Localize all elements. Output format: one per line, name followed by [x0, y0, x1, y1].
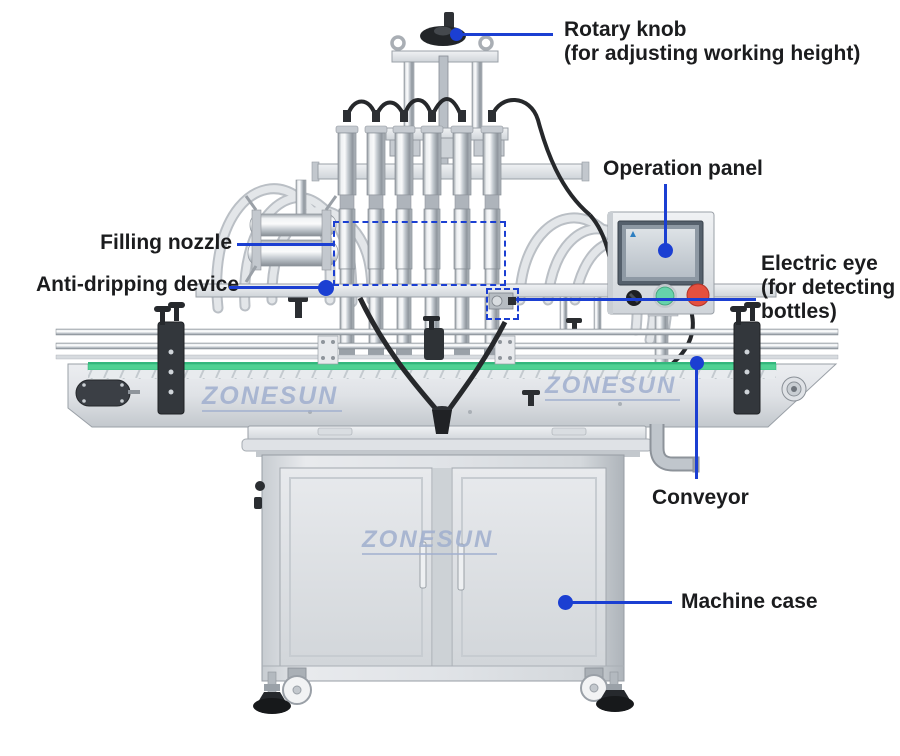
anti-dripping-device-label-title: Anti-dripping device	[36, 273, 240, 296]
filling-nozzle-line	[237, 243, 334, 246]
casters-and-feet	[253, 667, 634, 714]
machine-case-dot	[558, 595, 573, 610]
rotary-knob-dot	[450, 28, 463, 41]
bottle-guide-rails	[55, 328, 839, 360]
operation-panel-line	[664, 184, 667, 251]
left-door	[279, 467, 433, 667]
conveyor-line	[695, 363, 698, 479]
rotary-knob-label-title: Rotary knob	[564, 18, 687, 41]
electric-eye-label: Electric eye (for detecting bottles)	[761, 252, 895, 324]
brand-watermark-conveyor-left: ZONESUN	[202, 384, 343, 412]
right-door-handle	[457, 543, 465, 591]
machine-case-line	[566, 601, 672, 604]
filling-nozzle-dashed-box	[333, 221, 506, 286]
machine-case-label: Machine case	[681, 590, 818, 614]
operation-panel-label-title: Operation panel	[603, 157, 763, 180]
side-pipe	[649, 424, 700, 473]
operation-panel	[607, 211, 715, 367]
left-foot-pad	[253, 698, 291, 714]
electric-eye-dashed-box	[486, 288, 519, 320]
brand-watermark-conveyor-right: ZONESUN	[545, 374, 681, 401]
nozzle-cables	[357, 296, 508, 434]
electric-eye-label-sub2: bottles)	[761, 300, 837, 323]
anti-dripping-device-line	[229, 286, 321, 289]
rail-adjustment-brackets	[154, 302, 761, 415]
rotary-knob-line	[457, 33, 553, 36]
electric-eye-label-title: Electric eye	[761, 252, 878, 275]
operation-panel-label: Operation panel	[603, 157, 763, 181]
electric-eye-line	[516, 298, 756, 301]
emergency-stop-button	[686, 283, 710, 307]
filling-nozzle-label-title: Filling nozzle	[100, 231, 232, 254]
operation-panel-dot	[658, 243, 673, 258]
conveyor-label-title: Conveyor	[652, 486, 749, 509]
electric-eye-sensor	[488, 292, 516, 310]
anti-dripping-device-dot	[318, 280, 334, 296]
drain-valve	[288, 296, 308, 318]
machine-case	[241, 425, 653, 682]
right-foot-pad	[596, 696, 634, 712]
hmi-brand-mark	[630, 231, 636, 237]
conveyor-label: Conveyor	[652, 486, 749, 510]
start-button	[655, 286, 675, 306]
right-door	[451, 467, 607, 667]
brand-watermark-case: ZONESUN	[362, 528, 498, 555]
supply-manifold	[244, 179, 339, 318]
rotary-knob-label-sub: (for adjusting working height)	[564, 42, 861, 65]
rotary-knob-label: Rotary knob (for adjusting working heigh…	[564, 18, 860, 66]
electric-eye-label-sub1: (for detecting	[761, 276, 896, 299]
machine-case-label-title: Machine case	[681, 590, 818, 613]
filling-nozzle-label: Filling nozzle	[0, 231, 232, 255]
anti-dripping-device-label: Anti-dripping device	[36, 273, 239, 297]
